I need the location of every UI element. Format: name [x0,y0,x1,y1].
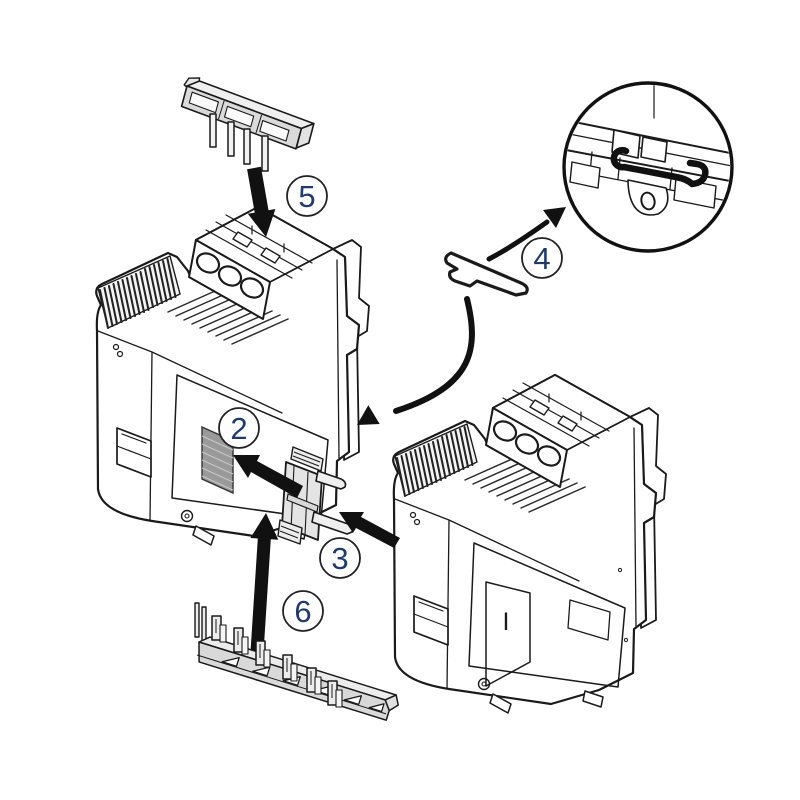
right-contactor-front-panel [485,567,629,687]
callout-step-6-number: 6 [294,594,311,629]
bottom-comb-busbar [194,602,399,721]
spring-clip-tool [444,251,529,297]
callout-step-6: 6 [282,590,324,632]
arrow-to-detail [486,207,566,262]
top-comb-busbar [180,77,315,172]
seated-spring-clip [610,146,709,188]
right-contactor: I [392,373,668,715]
attach-arrow-step2 [233,455,303,498]
callout-step-4-number: 4 [533,241,550,276]
insert-arrow-step5 [247,166,276,237]
switch-position-mark: I [503,608,510,636]
attach-arrow-step3 [339,512,400,548]
insert-arrow-step6 [250,513,279,653]
callout-step-2: 2 [218,407,260,449]
detail-magnifier [562,81,734,253]
callout-step-5-number: 5 [298,179,315,214]
comb-pins [209,113,269,172]
callout-step-3: 3 [319,537,361,579]
callout-step-5: 5 [286,175,328,217]
arrow-to-device [357,296,475,425]
callout-step-2-number: 2 [230,411,247,446]
left-contactor [95,205,371,547]
comb-clips [211,615,343,708]
callout-step-4: 4 [521,237,563,279]
callout-step-3-number: 3 [331,541,348,576]
